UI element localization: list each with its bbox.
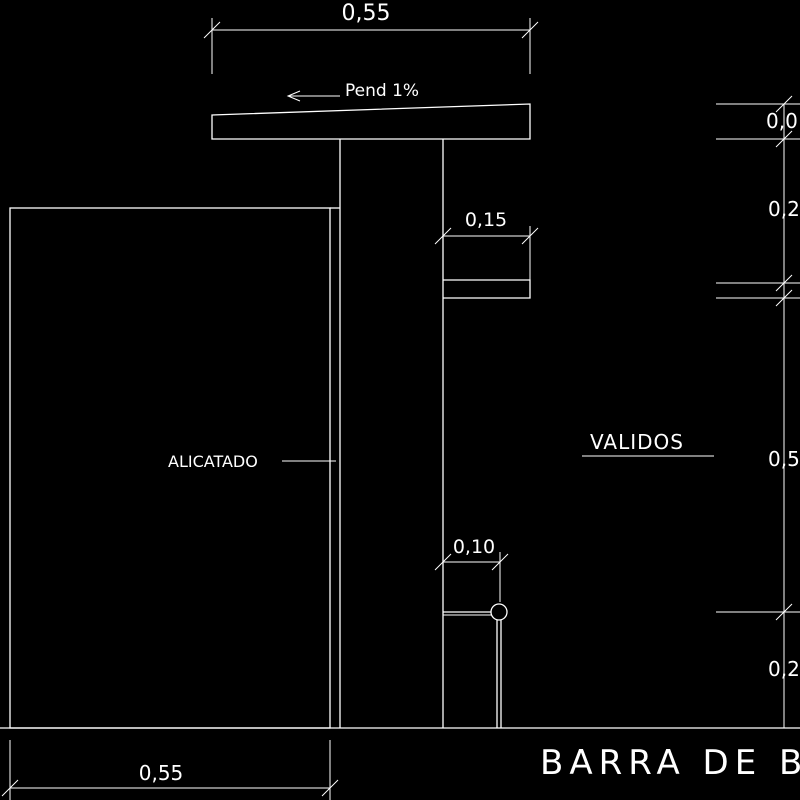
tile-label: ALICATADO — [168, 452, 258, 471]
slope-annotation: Pend 1% — [286, 81, 419, 102]
top-width-dimension: 0,55 — [203, 1, 539, 74]
valid-callout: VALIDOS — [582, 430, 714, 457]
lower-bar-dimension: 0,10 — [434, 536, 509, 602]
grab-bar-end-icon — [490, 603, 508, 621]
drawing-title: BARRA DE B. — [540, 743, 800, 783]
right-dim-1: 0,0 — [766, 109, 798, 133]
bottom-width-label: 0,55 — [139, 761, 184, 785]
right-dim-2: 0,2 — [768, 197, 800, 221]
top-width-label: 0,55 — [342, 1, 391, 26]
lower-bar-dim-label: 0,10 — [453, 536, 495, 558]
grab-bar — [443, 603, 508, 728]
right-dimension-chain: 0,0 0,2 0,5 0,2 — [716, 95, 800, 728]
right-dim-4: 0,2 — [768, 657, 800, 681]
right-dim-3: 0,5 — [768, 447, 800, 471]
top-slab — [211, 103, 531, 140]
valid-label: VALIDOS — [590, 430, 684, 454]
slot-dimension: 0,15 — [434, 209, 539, 280]
slope-label: Pend 1% — [345, 81, 419, 101]
slot-dim-label: 0,15 — [465, 209, 507, 231]
bottom-width-dimension: 0,55 — [1, 740, 339, 800]
upper-bar — [443, 279, 531, 299]
tile-callout: ALICATADO — [168, 452, 336, 471]
